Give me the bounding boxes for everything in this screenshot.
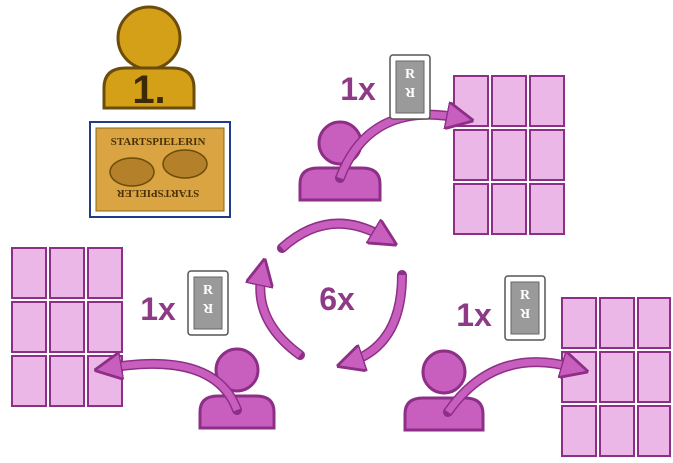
round-count: 6x <box>319 281 355 317</box>
cycle-arrows <box>260 218 407 362</box>
draw-count-label: 1x <box>456 297 492 333</box>
draw-count-label: 1x <box>340 71 376 107</box>
croissant-icon <box>109 157 155 187</box>
start-player-number: 1. <box>132 68 165 112</box>
start-player-card: STARTSPIELERIN STARTSPIELER <box>89 121 231 218</box>
player-icon <box>198 347 276 430</box>
svg-text:R: R <box>202 300 213 315</box>
r-card-icon: R R <box>504 275 546 341</box>
start-player-icon: 1. <box>102 5 196 112</box>
svg-text:R: R <box>404 84 415 99</box>
card-grid-top-right <box>453 75 565 235</box>
card-grid-bottom-right <box>561 297 671 457</box>
svg-text:R: R <box>519 305 530 320</box>
croissant-icon <box>162 149 208 179</box>
svg-text:R: R <box>203 283 214 298</box>
card-text-bottom: STARTSPIELER <box>116 187 200 199</box>
player-icon <box>403 349 485 432</box>
draw-count-label: 1x <box>140 291 176 327</box>
card-grid-left <box>11 247 123 407</box>
svg-text:R: R <box>405 67 416 82</box>
r-card-icon: R R <box>389 54 431 120</box>
svg-text:R: R <box>520 288 531 303</box>
r-card-icon: R R <box>187 270 229 336</box>
card-text-top: STARTSPIELERIN <box>111 136 206 148</box>
